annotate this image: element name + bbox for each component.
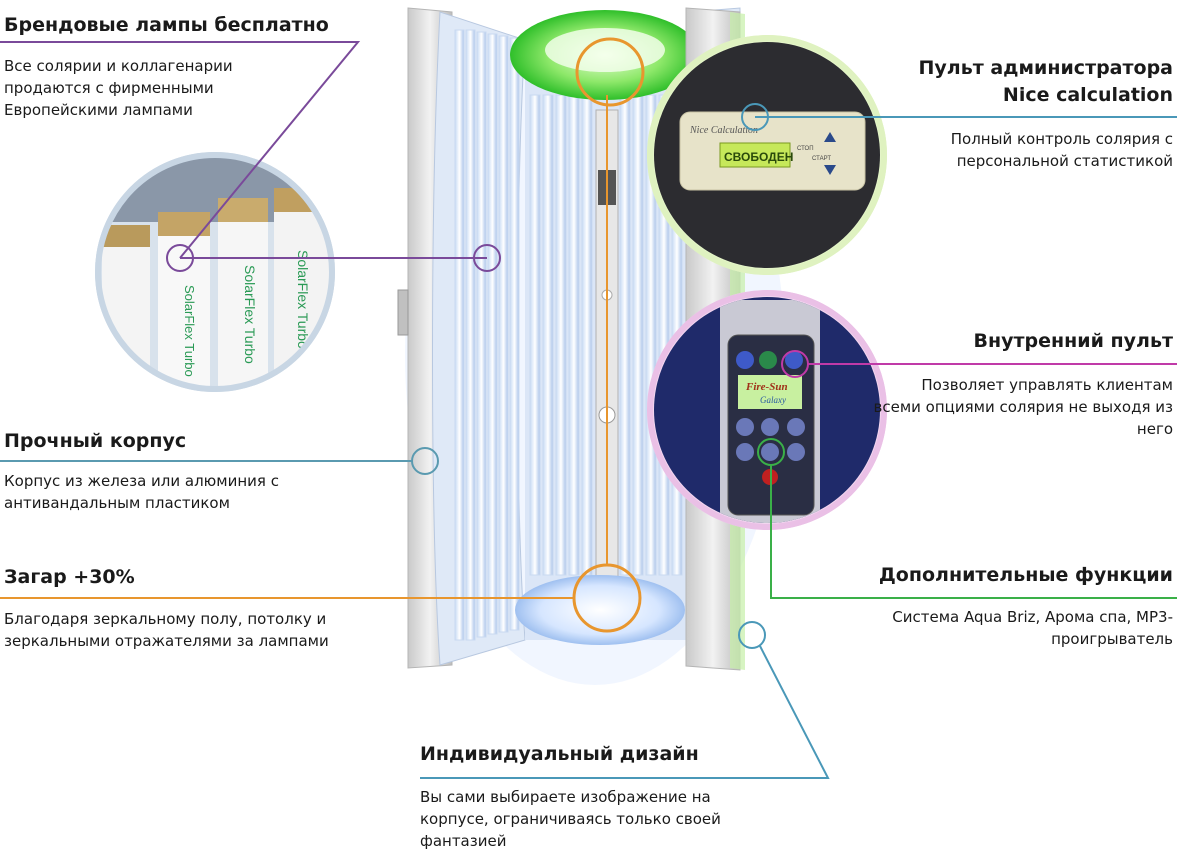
tan-description: Благодаря зеркальному полу, потолку и зе… <box>4 610 329 650</box>
extra-connector <box>770 465 1177 599</box>
admin-panel-zoom: Nice Calculation СВОБОДЕН СТОП СТАРТ <box>647 35 887 275</box>
lamp-brand-label: SolarFlex Turbo <box>242 265 258 364</box>
admin-title-line2: Nice calculation <box>1002 84 1173 106</box>
tan-title: Загар +30% <box>4 566 135 588</box>
extra-title: Дополнительные функции <box>878 564 1173 586</box>
design-title: Индивидуальный дизайн <box>420 743 699 765</box>
inner-panel-logo-1: Fire-Sun <box>745 381 788 393</box>
admin-panel-stop: СТОП <box>797 146 814 152</box>
inner-panel-logo-2: Galaxy <box>760 395 786 405</box>
design-connector <box>420 645 830 779</box>
body-description: Корпус из железа или алюминия с антиванд… <box>4 472 279 512</box>
tan-floor-marker <box>572 563 642 633</box>
lamps-connector <box>0 41 361 259</box>
admin-marker <box>741 103 769 131</box>
admin-panel-display: СВОБОДЕН <box>724 150 793 164</box>
lamps-zoom: SolarFlex Turbo SolarFlex Turbo SolarFle… <box>95 152 335 392</box>
admin-panel-start: СТАРТ <box>812 156 831 162</box>
admin-title-line1: Пульт администратора <box>918 57 1173 79</box>
lamps-title: Брендовые лампы бесплатно <box>4 14 329 36</box>
body-title: Прочный корпус <box>4 430 187 452</box>
lamp-brand-label-3: SolarFlex Turbo <box>295 250 311 349</box>
lamp-brand-label-2: SolarFlex Turbo <box>182 285 197 377</box>
admin-down-arrow-icon <box>824 165 836 175</box>
lamps-description: Все солярии и коллагенарии продаются с ф… <box>4 57 233 119</box>
tan-ceiling-marker <box>575 37 645 107</box>
lamps-marker-1 <box>166 244 194 272</box>
design-marker <box>738 621 766 649</box>
design-description: Вы сами выбираете изображение на корпусе… <box>420 788 721 850</box>
extra-marker <box>757 438 785 466</box>
extra-description: Система Aqua Briz, Арома спа, MP3-проигр… <box>892 608 1173 648</box>
admin-up-arrow-icon <box>824 132 836 142</box>
admin-description: Полный контроль солярия с персональной с… <box>950 130 1173 170</box>
inner-panel-zoom: Fire-Sun Galaxy <box>647 290 887 530</box>
lamps-marker-2 <box>473 244 501 272</box>
inner-marker <box>781 350 809 378</box>
admin-panel-brand: Nice Calculation <box>689 125 758 136</box>
body-marker <box>411 447 439 475</box>
inner-title: Внутренний пульт <box>973 330 1173 352</box>
inner-description: Позволяет управлять клиентам всеми опция… <box>873 376 1173 438</box>
